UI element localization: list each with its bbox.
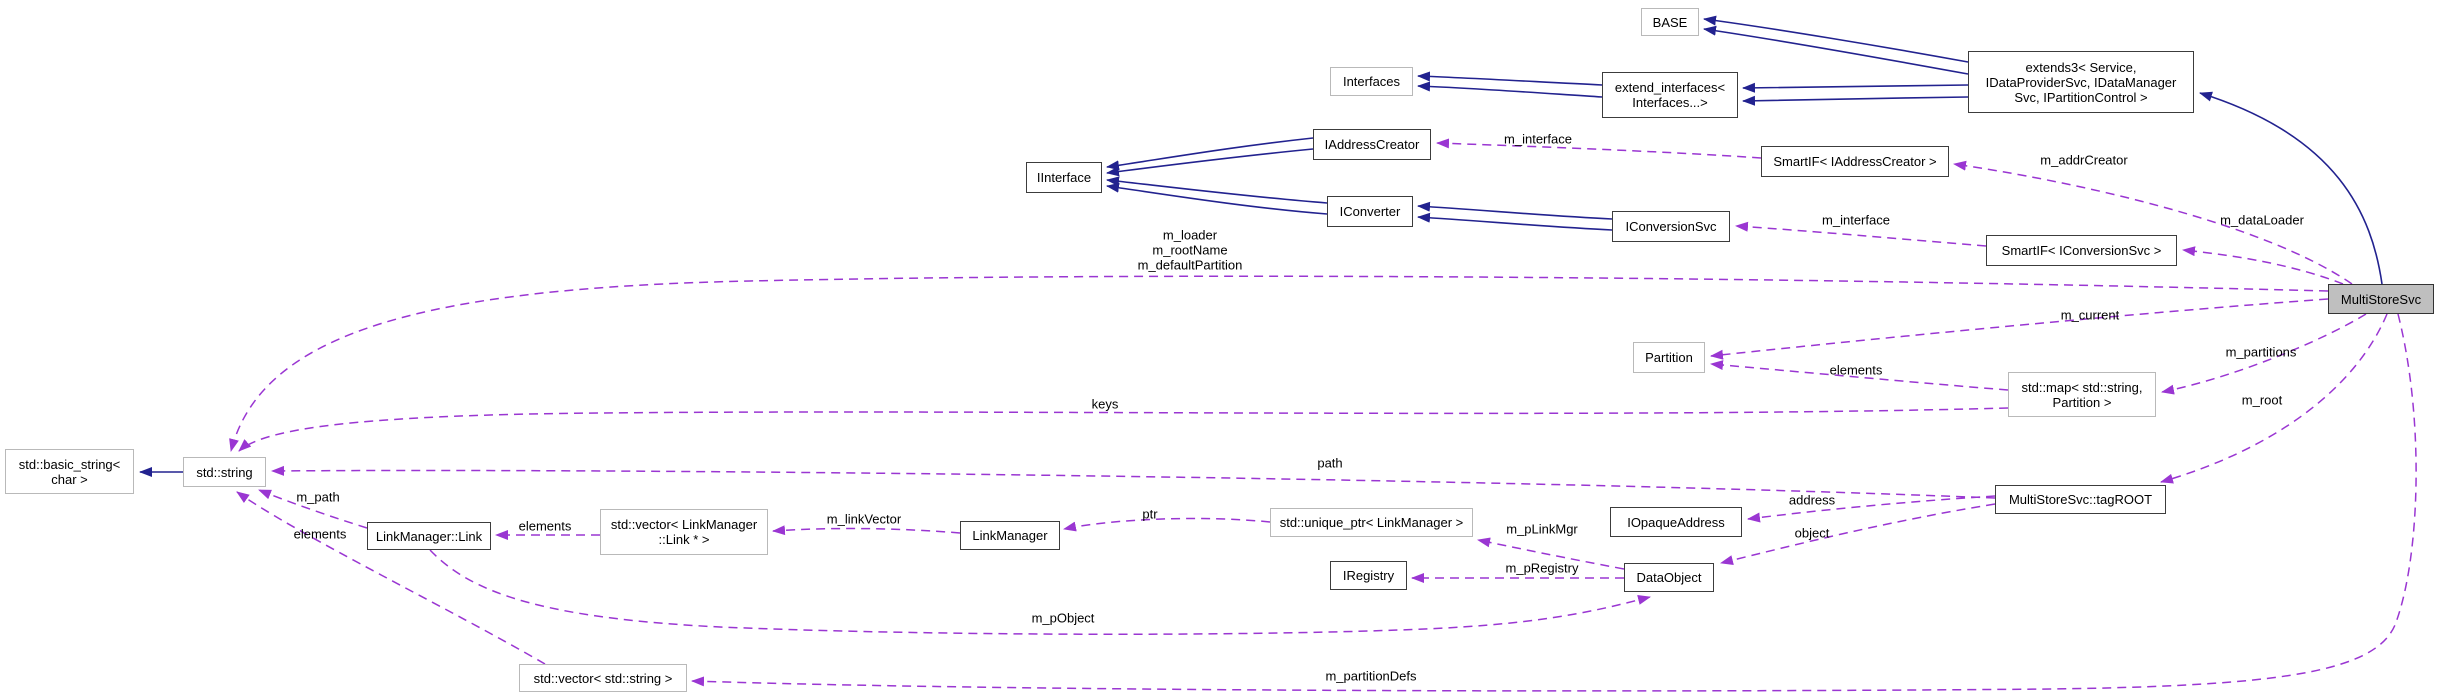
node-dataobject[interactable]: DataObject (1624, 563, 1714, 592)
edge-tagroot-to-dataobject-object (1720, 503, 1996, 565)
edge-extends3-to-extend-interfaces-1 (1742, 82, 1969, 93)
edge-smartif-addr-to-iaddresscreator (1436, 138, 1762, 159)
edge-extends3-to-base-1 (1703, 15, 1969, 63)
edge-multistoresvc-to-tagroot-root (2160, 313, 2388, 484)
edge-multistoresvc-to-vectorstring-partitiondefs (691, 313, 2417, 692)
edge-extends3-to-extend-interfaces-2 (1742, 95, 1969, 106)
edge-map-to-stdstring-keys (238, 407, 2009, 452)
edge-iconversionsvc-to-iconverter-2 (1417, 212, 1613, 231)
edge-label-elements-string: elements (293, 526, 347, 542)
edge-label-elements-link: elements (518, 518, 572, 534)
edge-link-to-dataobject-pobject (429, 549, 1651, 635)
edge-label-m-addrcreator: m_addrCreator (2040, 152, 2128, 168)
node-linkmanager-link[interactable]: LinkManager::Link (367, 522, 491, 550)
edge-label-m-partitiondefs: m_partitionDefs (1325, 668, 1417, 684)
edge-tagroot-to-stdstring-path (271, 465, 1996, 499)
node-uniqueptr-linkmanager: std::unique_ptr< LinkManager > (1270, 508, 1473, 537)
node-base: BASE (1641, 8, 1699, 36)
edge-uniqueptr-to-linkmanager-ptr (1063, 517, 1271, 532)
node-multistoresvc-tagroot[interactable]: MultiStoreSvc::tagROOT (1995, 485, 2166, 514)
node-vector-string: std::vector< std::string > (519, 664, 687, 692)
edge-label-m-pregistry: m_pRegistry (1505, 560, 1579, 576)
node-basic-string: std::basic_string< char > (5, 449, 134, 494)
edge-iconverter-to-iinterface-2 (1106, 182, 1328, 215)
edge-label-m-current: m_current (2060, 307, 2120, 323)
edge-tagroot-to-iopaqueaddress-address (1747, 495, 1996, 523)
edge-multistoresvc-to-map-partitions (2161, 313, 2367, 395)
node-smartif-iconversionsvc[interactable]: SmartIF< IConversionSvc > (1986, 235, 2177, 266)
edge-multistoresvc-to-smartif-addr (1953, 160, 2353, 285)
node-iinterface[interactable]: IInterface (1026, 162, 1102, 193)
node-extend-interfaces[interactable]: extend_interfaces< Interfaces...> (1602, 72, 1738, 118)
edge-map-to-partition-elements (1710, 360, 2009, 391)
edge-label-loader-group: m_loader m_rootName m_defaultPartition (1137, 227, 1243, 273)
edge-dataobject-to-uniqueptr-plinkmgr (1477, 537, 1625, 570)
node-iregistry[interactable]: IRegistry (1330, 561, 1407, 590)
edge-extend-interfaces-to-interfaces-2 (1417, 81, 1603, 98)
edge-iconverter-to-iinterface-1 (1106, 176, 1328, 204)
edge-vectorstring-to-stdstring-elements (236, 491, 546, 665)
node-smartif-iaddresscreator[interactable]: SmartIF< IAddressCreator > (1761, 146, 1949, 177)
edge-label-m-interface-conv: m_interface (1822, 212, 1890, 228)
node-linkmanager[interactable]: LinkManager (960, 521, 1060, 550)
edge-smartif-conv-to-iconversionsvc (1735, 221, 1987, 247)
node-multistoresvc: MultiStoreSvc (2328, 284, 2434, 314)
edge-label-object: object (1794, 525, 1830, 541)
edge-multistoresvc-to-partition-current (1710, 298, 2329, 360)
edge-label-m-root: m_root (2241, 392, 2283, 408)
node-vector-linkmanager-link: std::vector< LinkManager ::Link * > (600, 509, 768, 555)
node-extends3[interactable]: extends3< Service, IDataProviderSvc, IDa… (1968, 51, 2194, 113)
edge-label-m-dataloader: m_dataLoader (2220, 212, 2304, 228)
edge-multistoresvc-to-extends3 (2199, 91, 2383, 285)
node-map-string-partition: std::map< std::string, Partition > (2008, 372, 2156, 417)
node-iconversionsvc[interactable]: IConversionSvc (1612, 211, 1730, 242)
edge-multistoresvc-to-smartif-conv (2182, 246, 2344, 285)
edge-label-m-plinkmgr: m_pLinkMgr (1506, 521, 1578, 537)
edge-label-ptr: ptr (1142, 506, 1158, 522)
edge-label-m-path: m_path (296, 489, 340, 505)
node-std-string: std::string (183, 457, 266, 487)
node-partition: Partition (1633, 342, 1705, 373)
edge-extends3-to-base-2 (1703, 25, 1969, 75)
edge-label-m-interface-addr: m_interface (1504, 131, 1572, 147)
edge-label-m-partitions: m_partitions (2225, 344, 2297, 360)
node-interfaces: Interfaces (1330, 67, 1413, 96)
edge-label-keys: keys (1091, 396, 1119, 412)
edge-iaddresscreator-to-iinterface-2 (1106, 148, 1314, 177)
edge-label-m-pobject: m_pObject (1031, 610, 1095, 626)
edge-iconversionsvc-to-iconverter-1 (1417, 201, 1613, 220)
edge-label-path: path (1317, 455, 1343, 471)
node-iopaqueaddress[interactable]: IOpaqueAddress (1610, 507, 1742, 537)
edge-linkmanager-to-vectorlink (772, 525, 961, 536)
edge-extend-interfaces-to-interfaces-1 (1417, 71, 1603, 86)
edge-label-m-linkvector: m_linkVector (826, 511, 902, 527)
edge-label-elements-map: elements (1829, 362, 1883, 378)
edge-iaddresscreator-to-iinterface-1 (1106, 137, 1314, 171)
node-iaddresscreator[interactable]: IAddressCreator (1313, 129, 1431, 160)
edge-label-address: address (1788, 492, 1836, 508)
edge-multistoresvc-to-stdstring-loader (229, 275, 2329, 452)
node-iconverter[interactable]: IConverter (1327, 196, 1413, 227)
